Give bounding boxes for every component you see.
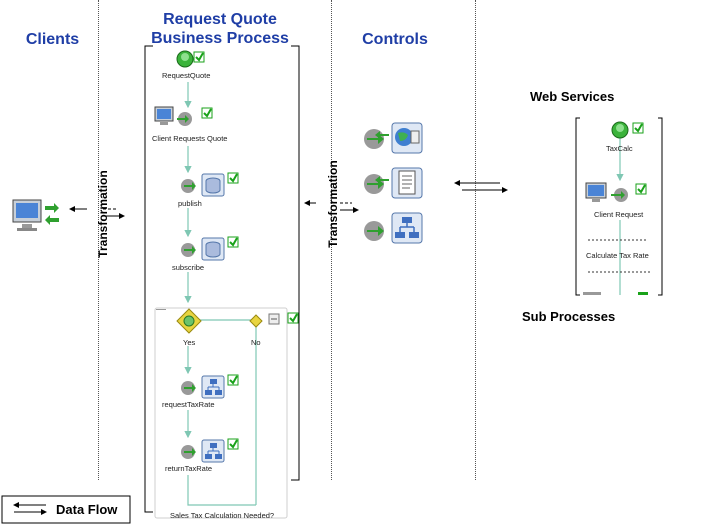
clients-header: Clients — [25, 31, 80, 48]
separator-process — [331, 0, 332, 480]
subprocess-cutoff-icon — [583, 292, 601, 295]
tax-calc-start-icon — [611, 121, 644, 139]
separator-clients — [98, 0, 99, 480]
client-computer-icon — [12, 199, 59, 231]
group-collapse-icon[interactable] — [268, 312, 300, 326]
process-header-line1: Request Quote — [163, 11, 277, 28]
tax-calc-label: TaxCalc — [606, 144, 633, 153]
decision-caption: Sales Tax Calculation Needed? — [170, 511, 275, 520]
client-requests-quote-label: Client Requests Quote — [152, 134, 228, 143]
subscribe-icon — [181, 236, 239, 261]
publish-icon — [181, 172, 239, 197]
subscribe-label: subscribe — [172, 263, 205, 272]
request-quote-label: RequestQuote — [162, 71, 211, 80]
subprocess-cutoff-check — [638, 292, 648, 295]
web-services-header: Web Services — [530, 89, 615, 104]
request-tax-rate-label: requestTaxRate — [162, 400, 215, 409]
process-control-icon — [364, 212, 423, 244]
sub-processes-header: Sub Processes — [522, 309, 616, 324]
controls-header: Controls — [362, 31, 428, 48]
yes-label: Yes — [183, 338, 196, 347]
request-tax-rate-icon — [181, 374, 239, 399]
return-tax-rate-label: returnTaxRate — [165, 464, 213, 473]
merge-diamond-icon — [249, 314, 263, 328]
client-request-icon — [585, 182, 647, 202]
publish-label: publish — [178, 199, 202, 208]
return-tax-rate-icon — [181, 438, 239, 463]
document-control-icon — [364, 167, 423, 199]
decision-caption-top — [156, 309, 166, 313]
client-request-label: Client Request — [594, 210, 644, 219]
client-requests-quote-icon — [154, 106, 213, 126]
separator-controls — [475, 0, 476, 480]
legend-label: Data Flow — [56, 502, 118, 517]
request-quote-start-icon — [176, 50, 205, 68]
decision-icon — [176, 308, 202, 334]
web-service-control-icon — [364, 122, 423, 154]
process-header-line2: Business Process — [151, 30, 289, 47]
no-label: No — [251, 338, 261, 347]
calculate-tax-rate-label: Calculate Tax Rate — [586, 251, 649, 260]
